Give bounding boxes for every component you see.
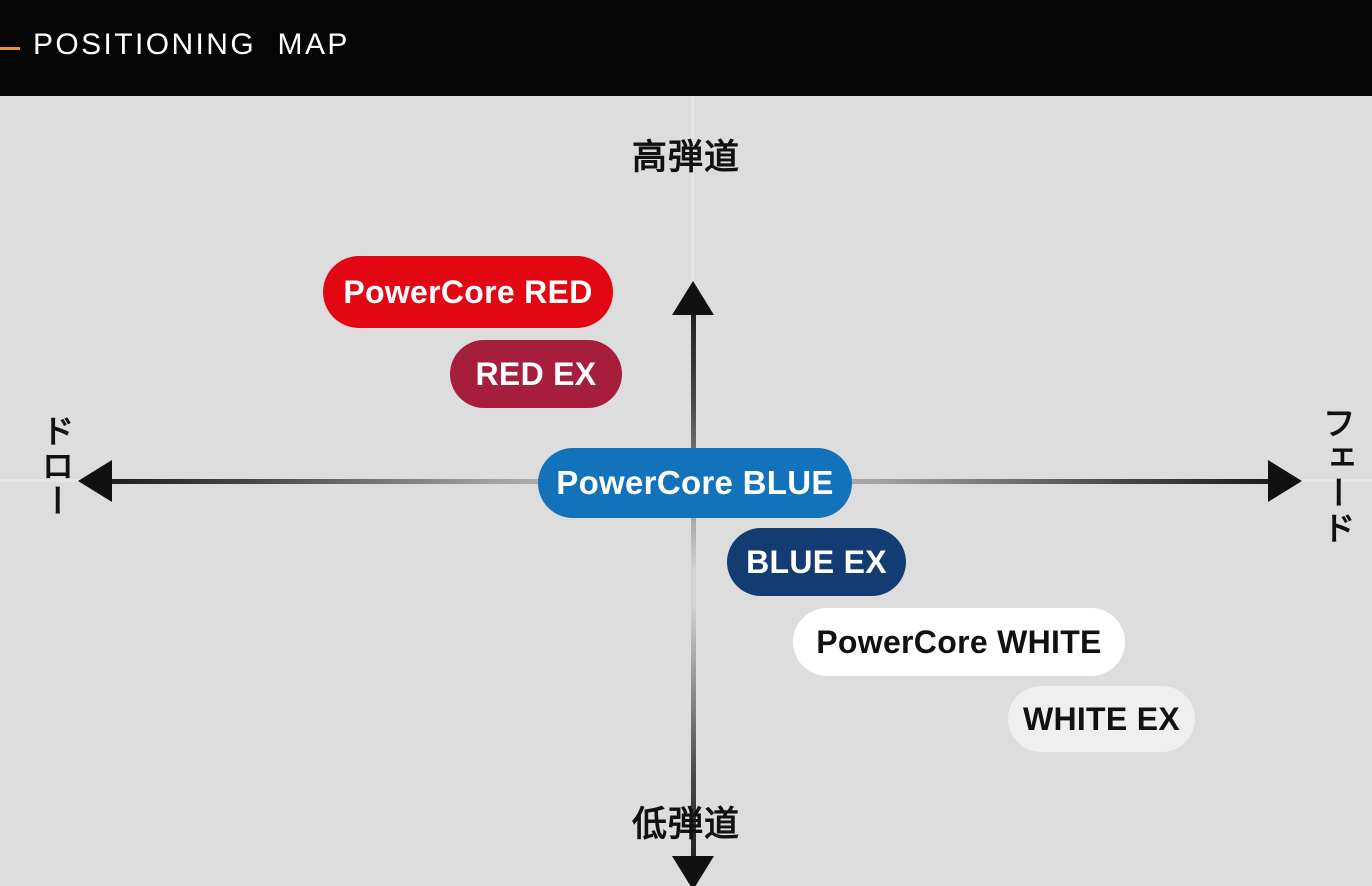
axis-arrow-right-icon [1268, 460, 1302, 502]
axis-label-low-trajectory: 低弾道 [631, 805, 740, 845]
axis-label-high-trajectory: 高弾道 [631, 138, 740, 178]
axis-arrow-left-icon [78, 460, 112, 502]
product-pill-powercore-red[interactable]: PowerCore RED [323, 256, 613, 328]
product-pill-blue-ex[interactable]: BLUE EX [727, 528, 906, 596]
product-pill-white-ex[interactable]: WHITE EX [1008, 686, 1195, 752]
page-title: POSITIONING MAP [33, 28, 350, 61]
product-pill-powercore-blue[interactable]: PowerCore BLUE [538, 448, 852, 518]
product-pill-red-ex[interactable]: RED EX [450, 340, 622, 408]
axis-arrow-up-icon [672, 281, 714, 315]
product-pill-powercore-white[interactable]: PowerCore WHITE [793, 608, 1125, 676]
positioning-map-canvas: 高弾道 低弾道 ドロー フェード PowerCore RED RED EX Po… [0, 96, 1372, 886]
axis-label-draw: ドロー [36, 414, 75, 519]
page-header: POSITIONING MAP [0, 0, 1372, 96]
vertical-axis-line [691, 301, 696, 876]
header-accent-dash [0, 46, 20, 50]
axis-label-fade: フェード [1317, 406, 1356, 546]
axis-arrow-down-icon [672, 856, 714, 886]
